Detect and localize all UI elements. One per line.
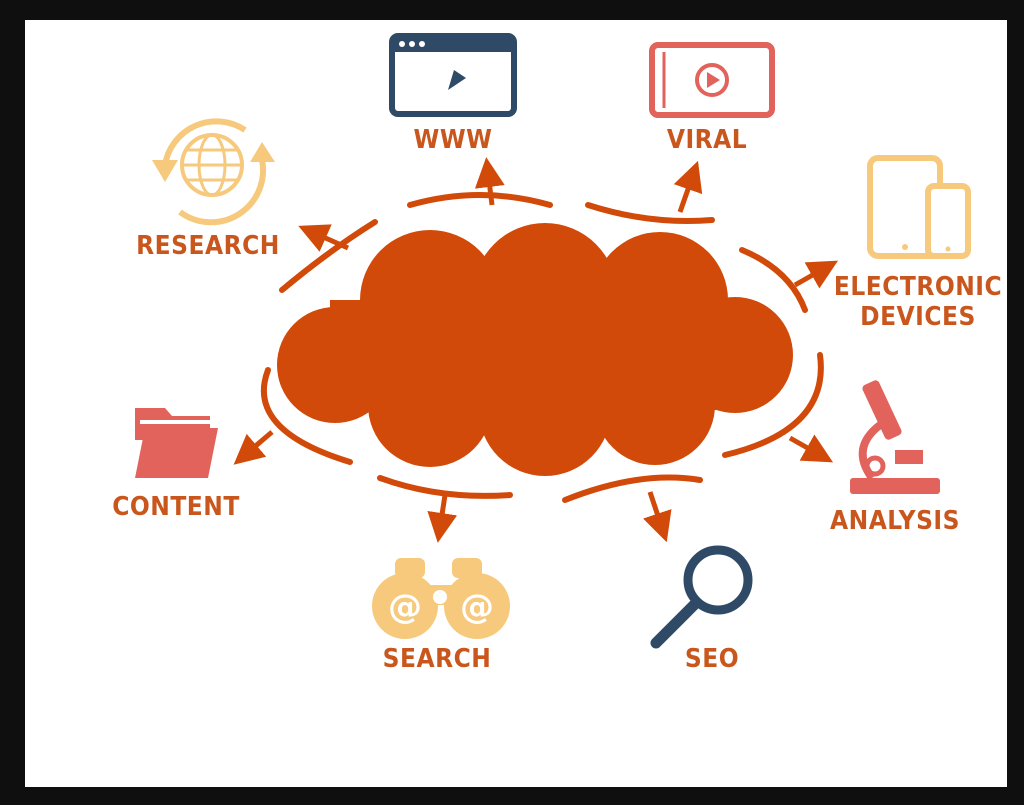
label-research: RESEARCH	[136, 231, 280, 261]
label-content: CONTENT	[112, 492, 240, 522]
connector-arrows	[233, 157, 839, 543]
central-cloud	[277, 223, 793, 476]
tablet-play-icon	[649, 42, 775, 118]
folder-icon	[135, 408, 218, 478]
connector-arcs	[260, 192, 824, 503]
svg-text:@: @	[388, 587, 422, 627]
binoculars-at-icon: @ @	[372, 558, 510, 639]
label-analysis: ANALYSIS	[830, 506, 960, 536]
microscope-icon	[850, 380, 940, 494]
magnifier-icon	[650, 545, 753, 649]
label-viral: VIRAL	[666, 125, 748, 155]
label-electronic-devices-line2: DEVICES	[860, 302, 976, 332]
globe-cycle-icon	[152, 118, 275, 226]
label-www: WWW	[413, 125, 493, 155]
label-seo: SEO	[684, 644, 740, 674]
browser-window-icon	[389, 33, 517, 117]
diagram-canvas: @ @ WWW VIRAL RESEARCH ELECTRONIC DEVICE…	[25, 20, 1007, 787]
svg-text:@: @	[460, 587, 494, 627]
label-electronic-devices-line1: ELECTRONIC	[833, 272, 1003, 302]
tablet-phone-icon	[867, 155, 971, 259]
label-search: SEARCH	[382, 644, 492, 674]
